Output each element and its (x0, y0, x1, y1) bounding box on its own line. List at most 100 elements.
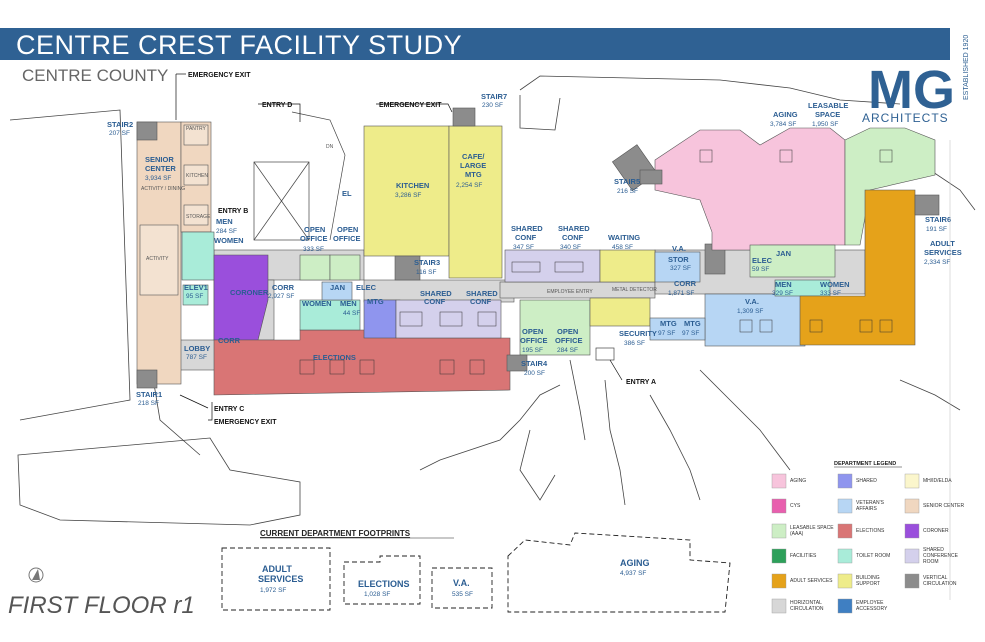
toilet-rooms-mid (299, 281, 361, 331)
open-office-3-label-1: OPEN (522, 327, 543, 336)
legend-label-2: MH/ID/ELDA (923, 478, 952, 484)
adult-services-area: 2,334 SF (924, 259, 950, 266)
leasable-label-2: SPACE (815, 110, 840, 119)
mtg-1-label: MTG (660, 319, 677, 328)
open-office-3-area: 195 SF (522, 347, 543, 354)
legend-label-13: BUILDING (856, 575, 880, 581)
mtg-mid-label: MTG (367, 297, 384, 306)
el-stub-label: EL (342, 189, 352, 198)
current-footprints: CURRENT DEPARTMENT FOOTPRINTS ADULT SERV… (221, 529, 731, 613)
adult-services-block (799, 189, 940, 346)
legend-label-9: FACILITIES (790, 553, 817, 559)
shared-conf-1-label-2: CONF (515, 233, 537, 242)
stor-area: 327 SF (670, 265, 691, 272)
va-small-label: V.A. (672, 244, 686, 253)
stair5-label: STAIR5 (614, 177, 640, 186)
men-left-area: 284 SF (216, 228, 237, 235)
va-main-label: V.A. (745, 297, 759, 306)
stair5-area: 216 SF (617, 188, 638, 195)
open-office-2-label-2: OFFICE (333, 234, 361, 243)
senior-center-sub: ACTIVITY / DINING (141, 186, 185, 192)
stair1-area: 218 SF (138, 400, 159, 407)
shared-conf-1-label-1: SHARED (511, 224, 543, 233)
corr-lower-label: CORR (218, 336, 241, 345)
legend-label-15: CIRCULATION (790, 606, 824, 612)
dn-label: DN (326, 144, 334, 150)
elev1-area: 95 SF (186, 293, 203, 300)
legend-swatch-6 (771, 523, 787, 539)
stor-label: STOR (668, 255, 689, 264)
men-right-area: 329 SF (772, 290, 793, 297)
entry-c-label: ENTRY C (214, 406, 244, 413)
shared-conf-2-label-2: CONF (562, 233, 584, 242)
legend-label-12: ADULT SERVICES (790, 578, 833, 584)
metal-detector-label: METAL DETECTOR (612, 287, 657, 293)
legend-swatch-7 (837, 523, 853, 539)
men-right-label: MEN (775, 280, 792, 289)
mtg-2-area: 97 SF (682, 330, 699, 337)
open-office-block (299, 254, 591, 356)
toilet-rooms-left (181, 231, 215, 306)
entry-canopies (253, 111, 615, 361)
legend-label-0: AGING (790, 478, 806, 484)
shared-conf-b-label-1: SHARED (466, 289, 498, 298)
pantry-label: PANTRY (186, 126, 206, 132)
women-left-label: WOMEN (214, 236, 244, 245)
kitchen-cafe-block (363, 125, 503, 281)
footprint-aging-area: 4,937 SF (620, 570, 646, 577)
legend-swatch-5 (904, 498, 920, 514)
mg-architects-logo: MG ARCHITECTS ESTABLISHED 1920 (862, 35, 970, 125)
shared-conf-2-label-1: SHARED (558, 224, 590, 233)
security-label: SECURITY (619, 329, 657, 338)
elec-right-area: 59 SF (752, 266, 769, 273)
adult-services-label-1: ADULT (930, 239, 955, 248)
page-title: CENTRE CREST FACILITY STUDY (16, 30, 463, 60)
corr-left-area: 2,927 SF (268, 293, 294, 300)
footprint-elections-area: 1,028 SF (364, 591, 390, 598)
corr-left-label: CORR (272, 283, 295, 292)
emergency-exit-bottom: EMERGENCY EXIT (214, 419, 277, 426)
va-main-area: 1,309 SF (737, 308, 763, 315)
legend-title: DEPARTMENT LEGEND (834, 461, 896, 467)
men-left-label: MEN (216, 217, 233, 226)
legend-swatch-3 (771, 498, 787, 514)
aging-footprint (507, 532, 731, 613)
entry-d-label: ENTRY D (262, 102, 292, 109)
logo-letters: MG (868, 60, 955, 120)
shared-conf-2-area: 340 SF (560, 244, 581, 251)
elections-label: ELECTIONS (313, 353, 356, 362)
corr-right-area: 1,871 SF (668, 290, 694, 297)
open-office-4-label-1: OPEN (557, 327, 578, 336)
open-office-1-label-2: OFFICE (300, 234, 328, 243)
stair4-area: 200 SF (524, 370, 545, 377)
stair7-area: 230 SF (482, 102, 503, 109)
legend-label-5: SENIOR CENTER (923, 503, 965, 509)
women-right-label: WOMEN (820, 280, 850, 289)
leasable-space-block (749, 127, 936, 278)
open-office-1-area: 333 SF (303, 246, 324, 253)
legend-label-8: CORONER (923, 528, 949, 534)
legend-label-10: TOILET ROOM (856, 553, 890, 559)
open-office-1-label-1: OPEN (304, 225, 325, 234)
open-office-4-label-2: OFFICE (555, 336, 583, 345)
senior-center-block (136, 121, 212, 389)
stair6-label: STAIR6 (925, 215, 951, 224)
cafe-label-3: MTG (465, 170, 482, 179)
stair4-label: STAIR4 (521, 359, 548, 368)
lobby-label: LOBBY (184, 344, 210, 353)
va-footprint (431, 567, 493, 609)
page-subtitle: CENTRE COUNTY (22, 66, 169, 85)
building-support-block (589, 249, 656, 327)
logo-established: ESTABLISHED 1920 (963, 35, 970, 100)
stair7-label: STAIR7 (481, 92, 507, 101)
shared-conf-a-label-1: SHARED (420, 289, 452, 298)
storage-small-label: STORAGE (186, 214, 211, 220)
footprint-adult-label-1: ADULT (262, 564, 292, 574)
legend-label-6: LEASABLE SPACE (790, 525, 834, 531)
callout-lines (175, 73, 623, 421)
legend-label-4: AFFAIRS (856, 506, 878, 512)
open-office-2-label-1: OPEN (337, 225, 358, 234)
legend-swatch-9 (771, 548, 787, 564)
lobby-area: 787 SF (186, 354, 207, 361)
